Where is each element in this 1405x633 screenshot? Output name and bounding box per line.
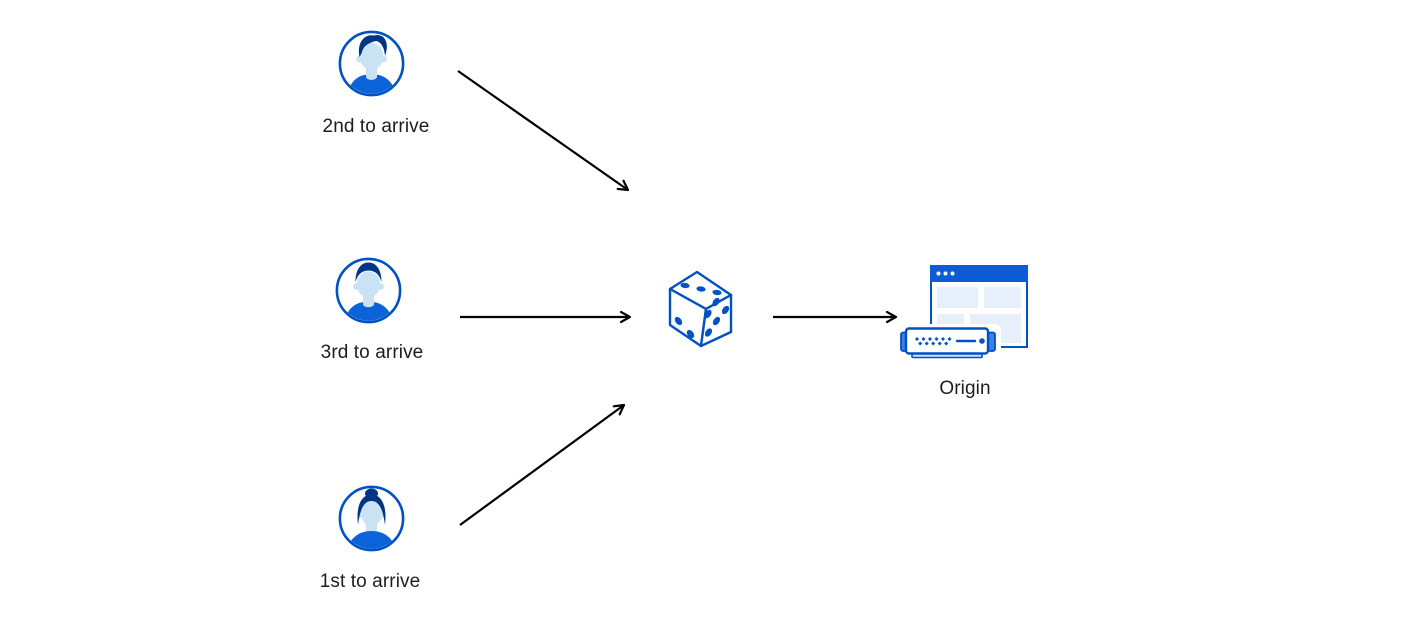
label-visitor-bottom: 1st to arrive (319, 571, 421, 592)
label-origin: Origin (939, 378, 991, 399)
arrow-visitor-bottom-to-dice (459, 403, 626, 526)
server-icon (900, 324, 1001, 359)
server-diamond-lights (915, 337, 952, 346)
man-short-hair-avatar-icon (335, 257, 402, 324)
label-visitor-top: 2nd to arrive (322, 116, 430, 137)
arrow-visitor-top-to-dice (457, 70, 630, 192)
browser-window-and-server-icon (900, 265, 1028, 359)
dice-icon (668, 270, 733, 348)
label-visitor-middle: 3rd to arrive (320, 342, 424, 363)
woman-bun-avatar-icon (338, 485, 405, 552)
man-swept-hair-avatar-icon (338, 30, 405, 97)
